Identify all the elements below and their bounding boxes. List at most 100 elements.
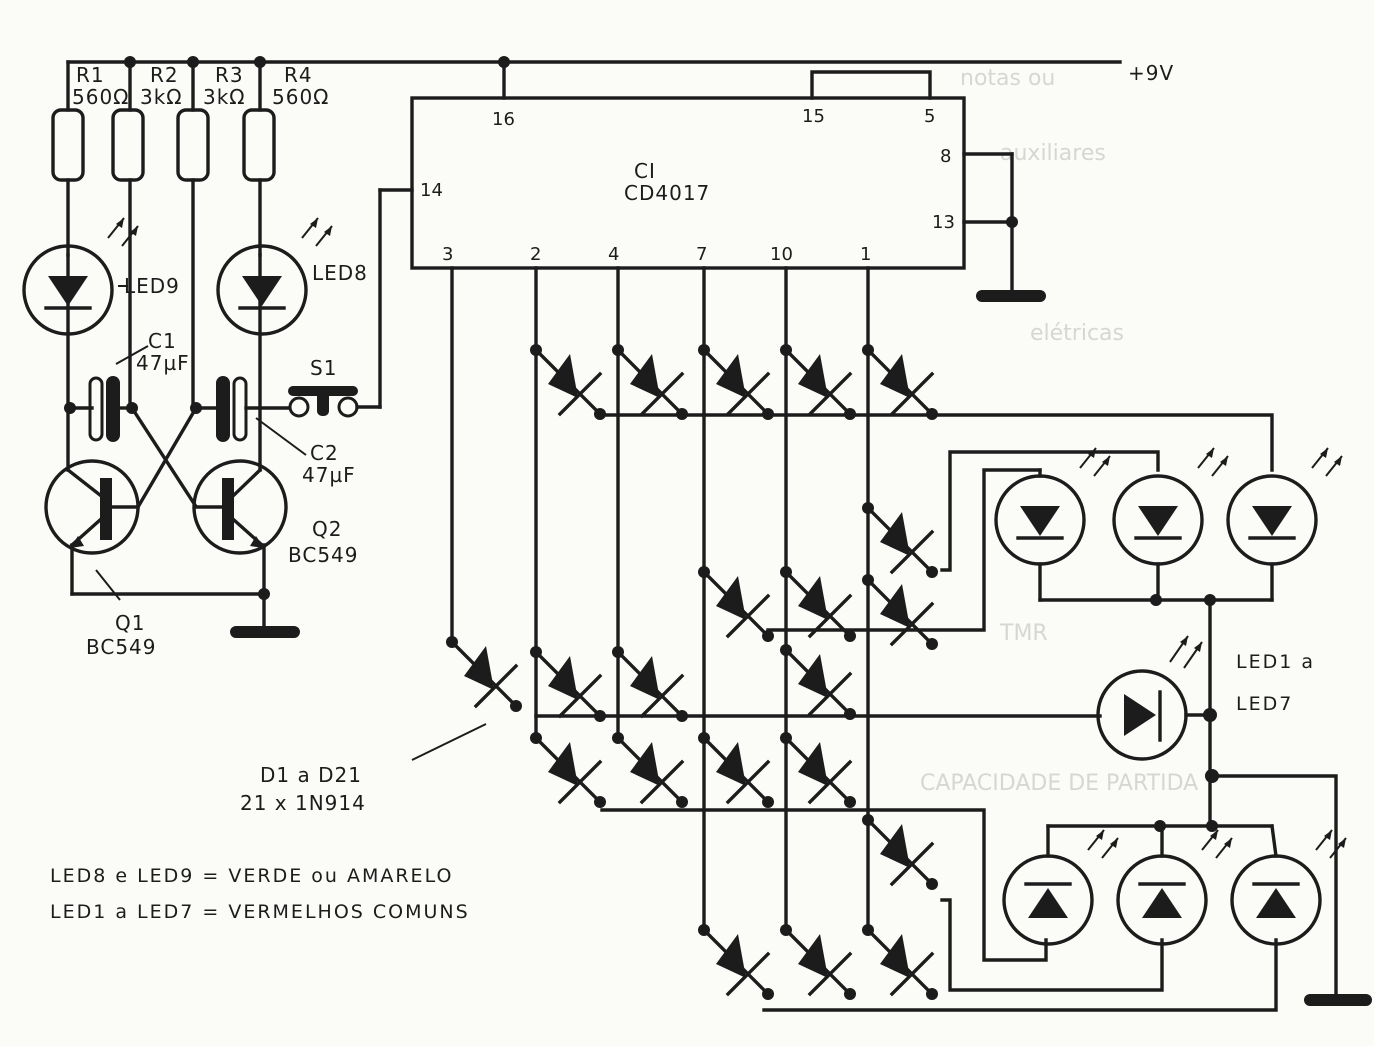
diode-cathode-junction [844, 708, 856, 720]
resistor-r3-value: 3kΩ [203, 85, 246, 109]
switch-s1: S1 [288, 188, 414, 418]
led8-label: LED8 [312, 261, 368, 285]
note-line-1: LED8 e LED9 = VERDE ou AMARELO [50, 865, 453, 887]
resistor-r1-value: 560Ω [72, 85, 129, 109]
ic-pin-1: 1 [860, 244, 871, 265]
led8: LED8 [216, 216, 368, 472]
ground-symbol [230, 626, 300, 638]
diode [616, 348, 684, 416]
diode [866, 348, 934, 416]
diode [702, 736, 770, 804]
resistor-r1: R1 560Ω [51, 60, 129, 257]
ic-pin-5: 5 [924, 106, 935, 127]
diode [450, 640, 518, 708]
transistor-q1-part: BC549 [86, 635, 157, 659]
led-bottom-right [1230, 824, 1348, 946]
diode-cathode-junction [844, 796, 856, 808]
diode-cathode-junction [926, 566, 938, 578]
diode-cathode-junction [926, 988, 938, 1000]
diode-label-leader [411, 723, 487, 761]
diode [784, 348, 852, 416]
diode [784, 928, 852, 996]
diode-cathode-junction [510, 700, 522, 712]
svg-text:elétricas: elétricas [1030, 321, 1124, 346]
ic-pin-15: 15 [802, 106, 825, 127]
ground-symbol [1304, 994, 1372, 1006]
led-top-right [1226, 446, 1344, 602]
led-group-label-2: LED7 [1236, 693, 1293, 715]
diode [866, 506, 934, 574]
transistor-q2-part: BC549 [288, 543, 359, 567]
resistor-r4-ref: R4 [284, 63, 313, 87]
diode-cathode-junction [594, 796, 606, 808]
resistor-r2-value: 3kΩ [140, 85, 183, 109]
svg-text:notas ou: notas ou [960, 66, 1055, 91]
diode-cathode-junction [762, 796, 774, 808]
ic-pin-4: 4 [608, 244, 619, 265]
transistor-q1-ref: Q1 [115, 611, 145, 635]
ic-ref: CI [634, 159, 656, 183]
junction-dot [258, 588, 270, 600]
ic-pin-13: 13 [932, 212, 955, 233]
transistor-q2: Q2 BC549 [192, 459, 359, 630]
diode [616, 736, 684, 804]
diode-matrix [446, 344, 938, 1000]
diode [702, 570, 770, 638]
diode-cathode-junction [676, 796, 688, 808]
row-busses [534, 413, 1278, 1012]
ic-pin-8: 8 [940, 146, 951, 167]
supply-label: +9V [1128, 61, 1174, 85]
capacitor-c2-ref: C2 [310, 441, 339, 465]
diode-cathode-junction [926, 878, 938, 890]
led-top-left [994, 446, 1112, 602]
capacitor-c1-value: 47µF [136, 351, 190, 375]
diode-label-2: 21 x 1N914 [240, 791, 366, 815]
ic-pin-2: 2 [530, 244, 541, 265]
led-top-middle [1112, 446, 1230, 602]
bleed-through-text: notas ou auxiliares elétricas CAPACIDADE… [920, 66, 1198, 796]
diode [616, 650, 684, 718]
led-bottom-middle [1116, 824, 1234, 946]
diode [534, 736, 602, 804]
capacitor-c1: C1 47µF [64, 329, 190, 442]
diode [702, 928, 770, 996]
transistor-q2-ref: Q2 [312, 517, 342, 541]
ic-cd4017: CI CD4017 16 15 5 8 13 14 3 2 4 7 10 1 [410, 60, 1046, 302]
led9-label: LED9 [124, 274, 180, 298]
diode [534, 650, 602, 718]
resistor-r4: R4 560Ω [242, 60, 329, 257]
ic-pin-14: 14 [420, 180, 443, 201]
diode [866, 818, 934, 886]
capacitor-c2-value: 47µF [302, 463, 356, 487]
diode [784, 570, 852, 638]
capacitor-c2: C2 47µF [190, 376, 356, 487]
diode [866, 578, 934, 646]
diode-cathode-junction [844, 630, 856, 642]
resistor-r2: R2 3kΩ [111, 60, 183, 410]
led-group-label-1: LED1 a [1236, 651, 1315, 673]
diode-cathode-junction [844, 988, 856, 1000]
ground-symbol [976, 290, 1046, 302]
diode-cathode-junction [762, 630, 774, 642]
capacitor-c1-ref: C1 [148, 329, 177, 353]
svg-text:TMR: TMR [999, 621, 1048, 646]
ic-pin-16: 16 [492, 109, 515, 130]
diode-label-1: D1 a D21 [260, 763, 362, 787]
cross-wire [129, 405, 198, 508]
cross-wire [135, 405, 199, 510]
resistor-r4-value: 560Ω [272, 85, 329, 109]
switch-s1-label: S1 [310, 356, 337, 380]
note-line-2: LED1 a LED7 = VERMELHOS COMUNS [50, 901, 470, 923]
resistor-r3: R3 3kΩ [176, 60, 246, 410]
ic-pin-3: 3 [442, 244, 453, 265]
diode [534, 348, 602, 416]
resistor-r2-ref: R2 [150, 63, 179, 87]
diode-cathode-junction [594, 408, 606, 420]
led-bottom-left [1002, 824, 1120, 946]
diode [702, 348, 770, 416]
transistor-q1: Q1 BC549 [44, 459, 157, 659]
led-group: LED1 a LED7 [994, 446, 1372, 1006]
diode [866, 928, 934, 996]
diode-cathode-junction [926, 638, 938, 650]
